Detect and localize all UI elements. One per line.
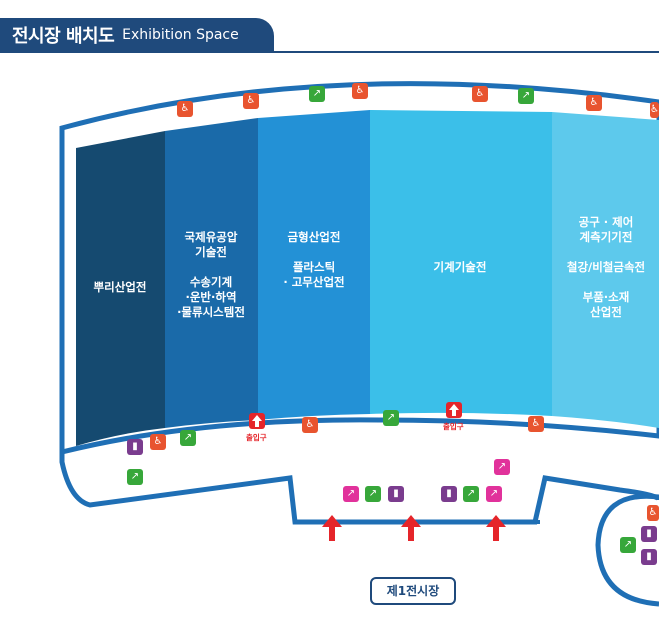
escalator-icon: ↗ [180,430,196,446]
title-bar: 전시장 배치도 Exhibition Space [0,18,274,52]
entrance-icon [446,402,462,418]
escalator-icon: ↗ [463,486,479,502]
page-subtitle: Exhibition Space [122,27,239,43]
toilet-icon: ♿ [586,95,602,111]
zone-5-label: 공구 · 제어 계측기기전 철강/비철금속전 부품·소재 산업전 [566,215,646,319]
toilet-icon: ♿ [177,101,193,117]
zone-5-shape [552,112,659,428]
toilet-icon: ♿ [647,505,659,521]
zone-1-shape [76,131,165,446]
entrance-label: 출입구 [246,433,267,442]
page-title: 전시장 배치도 [12,26,115,47]
hall-label: 제1전시장 [370,577,456,605]
hall-right-lobe [595,493,659,607]
escalator-icon: ↗ [620,537,636,553]
arrow-up-icon [322,515,342,541]
toilet-icon: ♿ [302,417,318,433]
escalator-icon: ↗ [383,410,399,426]
entrance-icon [249,413,265,429]
zone-3-shape [258,110,370,420]
escalator-icon: ↗ [127,469,143,485]
zone-2-label: 국제유공압 기술전 수송기계 ·운반·하역 ·물류시스템전 [177,230,245,319]
escalator-icon: ↗ [365,486,381,502]
hall-outline [59,81,659,456]
no-escalator-icon: ↗ [343,486,359,502]
elevator-icon: ▮ [127,439,143,455]
elevator-icon: ▮ [641,526,657,542]
zone-2-shape [165,118,258,428]
elevator-icon: ▮ [388,486,404,502]
arrow-up-icon [401,515,421,541]
toilet-icon: ♿ [528,416,544,432]
toilet-icon: ♿ [352,83,368,99]
no-escalator-icon: ↗ [494,459,510,475]
zone-3-label: 금형산업전 플라스틱 · 고무산업전 [283,230,345,289]
escalator-icon: ↗ [309,86,325,102]
zone-4-shape [370,110,552,416]
toilet-icon: ♿ [650,102,659,118]
zone-4-label: 기계기술전 [433,260,487,274]
elevator-icon: ▮ [641,549,657,565]
escalator-icon: ↗ [518,88,534,104]
zone-1-label: 뿌리산업전 [93,280,147,294]
entrance-label: 출입구 [443,422,464,431]
arrow-up-icon [486,515,506,541]
toilet-icon: ♿ [472,86,488,102]
toilet-icon: ♿ [243,93,259,109]
elevator-icon: ▮ [441,486,457,502]
no-escalator-icon: ↗ [486,486,502,502]
title-divider [0,51,659,53]
toilet-icon: ♿ [150,434,166,450]
